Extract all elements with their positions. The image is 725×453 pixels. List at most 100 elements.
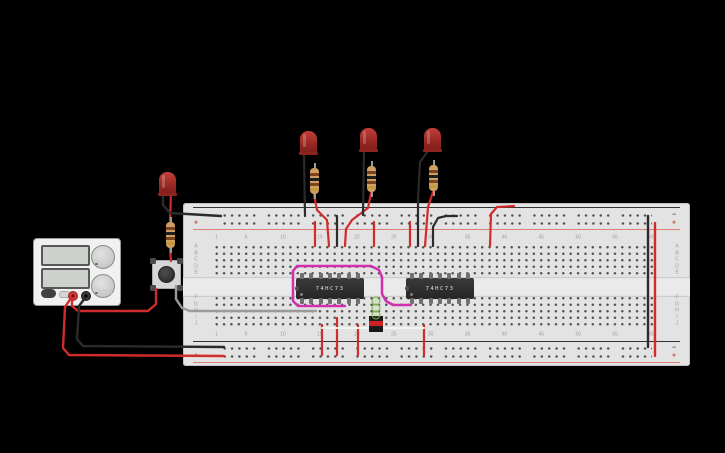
ic-pin[interactable] xyxy=(327,298,332,304)
ic-pin[interactable] xyxy=(410,298,414,304)
row-letter: J xyxy=(194,320,198,327)
bottom-minus-rail-holes[interactable] xyxy=(221,344,652,352)
pushbutton[interactable] xyxy=(150,258,183,291)
ic-pin[interactable] xyxy=(337,273,342,279)
ic-label: 74HC73 xyxy=(425,285,455,292)
ic-pin[interactable] xyxy=(437,273,442,279)
column-number: 35 xyxy=(464,234,471,241)
column-number: 40 xyxy=(501,234,508,241)
pushbutton-pin[interactable] xyxy=(150,285,156,291)
column-number: 1 xyxy=(215,234,218,241)
wire-black-led3-cathode[interactable] xyxy=(416,149,430,248)
voltage-knob[interactable] xyxy=(91,245,115,269)
terminal-rows-a-e[interactable] xyxy=(212,243,656,277)
ic-pin[interactable] xyxy=(456,273,461,279)
column-number: 40 xyxy=(501,331,508,337)
column-number: 10 xyxy=(280,331,286,337)
resistor[interactable] xyxy=(166,217,175,253)
column-number: 20 xyxy=(354,331,360,337)
wire-black-led0-to-minus[interactable] xyxy=(161,191,223,218)
wire-red-supply-to-button[interactable] xyxy=(70,287,158,313)
column-number: 25 xyxy=(390,234,397,241)
ic-pin[interactable] xyxy=(318,273,323,279)
plus-rail-symbol: + xyxy=(671,219,677,227)
column-number: 50 xyxy=(575,234,581,241)
resistor[interactable] xyxy=(429,160,438,196)
ic-pin[interactable] xyxy=(318,298,323,304)
column-number: 50 xyxy=(575,331,581,337)
wire-gray-button-to-rowH[interactable] xyxy=(174,284,318,313)
ic-pin[interactable] xyxy=(337,298,342,304)
column-number: 30 xyxy=(427,234,434,241)
ic-pin[interactable] xyxy=(465,298,470,304)
ic-pin[interactable] xyxy=(419,298,424,304)
ic-pin[interactable] xyxy=(456,298,461,304)
pushbutton-pin[interactable] xyxy=(150,258,156,264)
row-letter: B xyxy=(675,250,679,256)
pushbutton-pin[interactable] xyxy=(177,258,183,264)
wire-black-led1-cathode[interactable] xyxy=(302,152,307,218)
wire-red-resistor1-to-rowA[interactable] xyxy=(312,193,331,248)
ic-pin[interactable] xyxy=(428,273,433,279)
row-letter: C xyxy=(194,256,198,263)
top-plus-rail-holes[interactable] xyxy=(221,219,652,227)
wire-magenta-flipflop-link[interactable] xyxy=(291,264,413,308)
bottom-plus-rail-line xyxy=(193,361,680,364)
ic-pin[interactable] xyxy=(428,298,433,304)
bottom-plus-rail-holes[interactable] xyxy=(221,352,652,360)
resistor[interactable] xyxy=(310,163,319,199)
ic-pin[interactable] xyxy=(410,273,414,279)
wire-black-supply-to-minus[interactable] xyxy=(75,296,226,349)
row-letter: C xyxy=(675,256,679,263)
ic-pin[interactable] xyxy=(437,298,442,304)
ic-pin[interactable] xyxy=(355,298,360,304)
led-red[interactable] xyxy=(359,128,378,152)
column-number: 45 xyxy=(538,234,545,241)
wire-red-led0-to-resistor[interactable] xyxy=(168,191,173,223)
ic-pin[interactable] xyxy=(447,273,452,279)
power-supply[interactable] xyxy=(33,238,121,306)
ic-pin[interactable] xyxy=(419,273,424,279)
power-button[interactable] xyxy=(41,289,56,298)
column-number: 55 xyxy=(612,234,618,241)
wire-red-resistor3-to-rowA[interactable] xyxy=(423,190,435,248)
negative-terminal[interactable] xyxy=(81,291,91,301)
wire-red-resistor2-to-rowA[interactable] xyxy=(343,191,373,248)
ic-pin[interactable] xyxy=(309,298,314,304)
ic-pin[interactable] xyxy=(465,273,470,279)
column-number: 10 xyxy=(280,234,286,241)
ic-pin[interactable] xyxy=(355,273,360,279)
ic-74hc73[interactable]: 74HC73 xyxy=(295,273,364,304)
component-stripe xyxy=(369,321,383,326)
ic-pin[interactable] xyxy=(327,273,332,279)
column-number: 25 xyxy=(390,331,397,337)
wire-red-supply-to-plus-rail[interactable] xyxy=(61,296,226,358)
current-knob[interactable] xyxy=(91,274,115,298)
wire-black-led2-cathode[interactable] xyxy=(361,149,366,217)
component-stripe xyxy=(369,326,383,332)
ic-pin[interactable] xyxy=(300,298,304,304)
plus-rail-symbol: + xyxy=(671,352,677,360)
minus-rail-symbol: − xyxy=(671,211,677,219)
top-minus-rail-holes[interactable] xyxy=(221,211,652,219)
row-letter: A xyxy=(194,243,198,250)
led-red[interactable] xyxy=(299,131,318,155)
column-number: 60 xyxy=(649,331,655,337)
resistor[interactable] xyxy=(367,161,376,197)
row-letter: D xyxy=(194,263,198,269)
wire-black-rowA-to-minus-curve[interactable] xyxy=(431,214,459,248)
led-red[interactable] xyxy=(423,128,442,152)
ic-pin[interactable] xyxy=(309,273,314,279)
plus-rail-symbol: + xyxy=(193,219,199,227)
pushbutton-pin[interactable] xyxy=(177,285,183,291)
ic-pin[interactable] xyxy=(346,298,351,304)
ic-74hc73[interactable]: 74HC73 xyxy=(405,273,474,304)
ic-pin[interactable] xyxy=(346,273,351,279)
wire-red-hook-rowA[interactable] xyxy=(488,204,516,248)
led-red[interactable] xyxy=(158,172,177,196)
ic-pin[interactable] xyxy=(447,298,452,304)
ic-pin[interactable] xyxy=(300,273,304,279)
row-letter: G xyxy=(675,301,679,307)
